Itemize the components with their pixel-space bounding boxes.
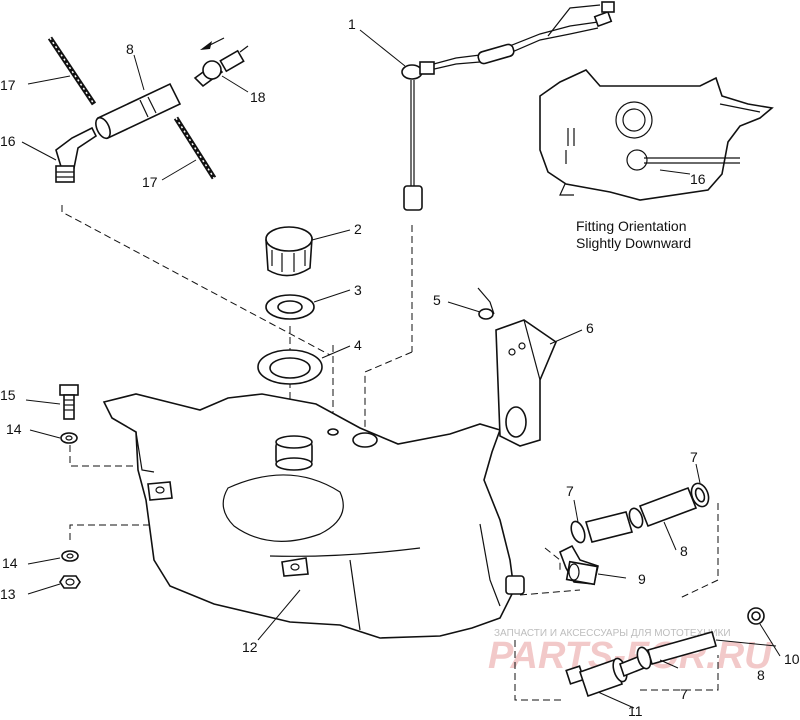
callout-8-a: 8 bbox=[126, 41, 134, 57]
assembly-line-sender-b bbox=[364, 351, 413, 432]
callout-7-c: 7 bbox=[680, 686, 688, 702]
callout-18: 18 bbox=[250, 89, 266, 105]
callout-7-b: 7 bbox=[690, 449, 698, 465]
fasteners bbox=[59, 384, 81, 589]
callout-16-b: 16 bbox=[690, 171, 706, 187]
inset-tank-view bbox=[539, 69, 774, 201]
hose-assembly-right bbox=[570, 482, 710, 544]
callout-14-b: 14 bbox=[2, 555, 18, 571]
callout-14-a: 14 bbox=[6, 421, 22, 437]
callout-9: 9 bbox=[638, 571, 646, 587]
assembly-line-nut bbox=[69, 505, 161, 540]
callout-8-b: 8 bbox=[680, 543, 688, 559]
assembly-line-filter-left bbox=[514, 640, 562, 701]
callout-6: 6 bbox=[586, 320, 594, 336]
elbow-fitting bbox=[55, 126, 98, 183]
inset-note-line-2: Slightly Downward bbox=[576, 235, 691, 251]
callout-11: 11 bbox=[628, 703, 643, 719]
callout-17-a: 17 bbox=[0, 77, 16, 93]
vent-hose-top bbox=[47, 36, 249, 180]
inset-note-line-1: Fitting Orientation bbox=[576, 218, 687, 234]
fuel-cap bbox=[265, 226, 313, 277]
callout-8-c: 8 bbox=[757, 667, 765, 683]
assembly-line-hose-right bbox=[679, 503, 719, 599]
assembly-line-outlet bbox=[519, 589, 581, 596]
watermark-caption: ЗАПЧАСТИ И АКСЕССУАРЫ ДЛЯ МОТОТЕХНИКИ bbox=[494, 628, 731, 639]
callout-1: 1 bbox=[348, 16, 356, 32]
fuel-sender bbox=[401, 1, 615, 211]
callout-3: 3 bbox=[354, 282, 362, 298]
cap-gasket bbox=[265, 294, 315, 320]
callout-16-a: 16 bbox=[0, 133, 16, 149]
callout-4: 4 bbox=[354, 337, 362, 353]
assembly-line-filter-right bbox=[640, 655, 719, 691]
clip-and-bracket bbox=[477, 287, 557, 447]
callout-7-a: 7 bbox=[566, 483, 574, 499]
callouts: 1 2 3 4 5 6 7 7 7 8 8 8 9 10 11 12 13 14… bbox=[0, 16, 800, 719]
callout-5: 5 bbox=[433, 292, 441, 308]
assembly-line-16 bbox=[61, 205, 331, 356]
callout-12: 12 bbox=[242, 639, 258, 655]
assembly-line-fitting bbox=[544, 547, 561, 570]
callout-2: 2 bbox=[354, 221, 362, 237]
assembly-lines bbox=[61, 205, 719, 701]
callout-13: 13 bbox=[0, 586, 16, 602]
callout-17-b: 17 bbox=[142, 174, 158, 190]
callout-15: 15 bbox=[0, 387, 16, 403]
filler-gasket bbox=[257, 349, 323, 385]
leader-lines bbox=[21, 29, 781, 709]
filter-assembly bbox=[565, 607, 765, 698]
outlet-fitting bbox=[558, 544, 599, 586]
callout-10: 10 bbox=[784, 651, 800, 667]
fuel-tank bbox=[102, 393, 525, 639]
assembly-line-bolt bbox=[69, 445, 156, 467]
